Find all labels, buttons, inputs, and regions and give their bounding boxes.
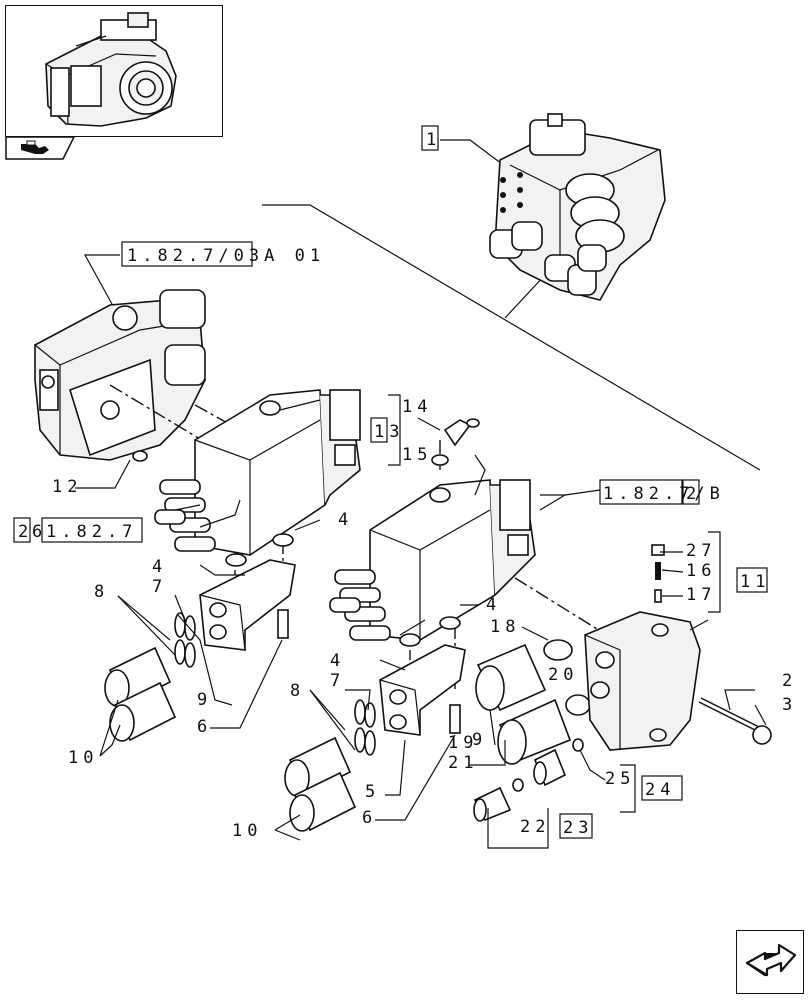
callout-10a: 10 (68, 748, 98, 768)
callout-3: 3 (782, 695, 797, 715)
callout-8a: 8 (94, 582, 109, 602)
callout-4a: 4 (338, 510, 353, 530)
valve-section-a (154, 389, 361, 556)
callout-17: 17 (686, 585, 716, 605)
callout-23[interactable]: 23 (563, 818, 593, 838)
cover-plate-upper (199, 559, 296, 651)
callout-2: 2 (782, 671, 797, 691)
end-cover (584, 611, 701, 751)
callout-6a: 6 (197, 717, 212, 737)
callout-10b: 10 (232, 821, 262, 841)
next-page-arrow-icon (745, 943, 797, 977)
tractor-rear-housing-thumbnail (45, 12, 177, 127)
callout-ref-mid-right-box[interactable]: 2 (686, 484, 701, 504)
callout-21: 21 (448, 753, 478, 773)
quick-couplers-lower (284, 736, 357, 832)
quick-couplers-upper (104, 646, 177, 742)
callout-20: 20 (548, 665, 578, 685)
callout-1[interactable]: 1 (426, 130, 441, 150)
folder-arrow-icon (5, 136, 75, 160)
callout-4d: 4 (330, 651, 345, 671)
valve-assembly-complete (489, 113, 666, 301)
filter-cartridges (475, 639, 591, 765)
callout-12: 12 (52, 477, 82, 497)
callout-27: 27 (686, 541, 716, 561)
callout-4b: 4 (152, 557, 167, 577)
callout-5: 5 (365, 782, 380, 802)
callout-8b: 8 (290, 681, 305, 701)
callout-ref-left[interactable]: 1.82.7 (46, 522, 137, 542)
callout-6b: 6 (362, 808, 377, 828)
callout-4c: 4 (486, 595, 501, 615)
rear-housing (34, 289, 206, 461)
callout-ref-upper[interactable]: 1.82.7/03A 01 (127, 246, 325, 266)
valve-section-b (329, 479, 536, 641)
thumbnail-panel[interactable] (5, 5, 223, 137)
cover-plate-lower (379, 644, 466, 736)
callout-18: 18 (490, 617, 520, 637)
leader-line-b (262, 204, 761, 471)
callout-19: 19 (448, 733, 478, 753)
callout-16: 16 (686, 561, 716, 581)
callout-ref-left-box[interactable]: 2 (18, 522, 33, 542)
callout-9a: 9 (197, 690, 212, 710)
folder-nav-tab[interactable] (5, 136, 75, 160)
callout-24[interactable]: 24 (645, 780, 675, 800)
callout-25: 25 (605, 769, 635, 789)
callout-9b: 9 (472, 730, 487, 750)
callout-7a: 7 (152, 577, 167, 597)
callout-22: 22 (520, 817, 550, 837)
callout-13[interactable]: 13 (374, 422, 404, 442)
callout-7b: 7 (330, 671, 345, 691)
callout-ref-mid-right[interactable]: 1.82.7/B (603, 484, 725, 504)
next-page-button[interactable] (736, 930, 804, 994)
callout-ref-left-after: 6 (32, 522, 47, 542)
callout-14: 14 (402, 397, 432, 417)
callout-15: 15 (402, 445, 432, 465)
callout-11[interactable]: 11 (740, 572, 770, 592)
